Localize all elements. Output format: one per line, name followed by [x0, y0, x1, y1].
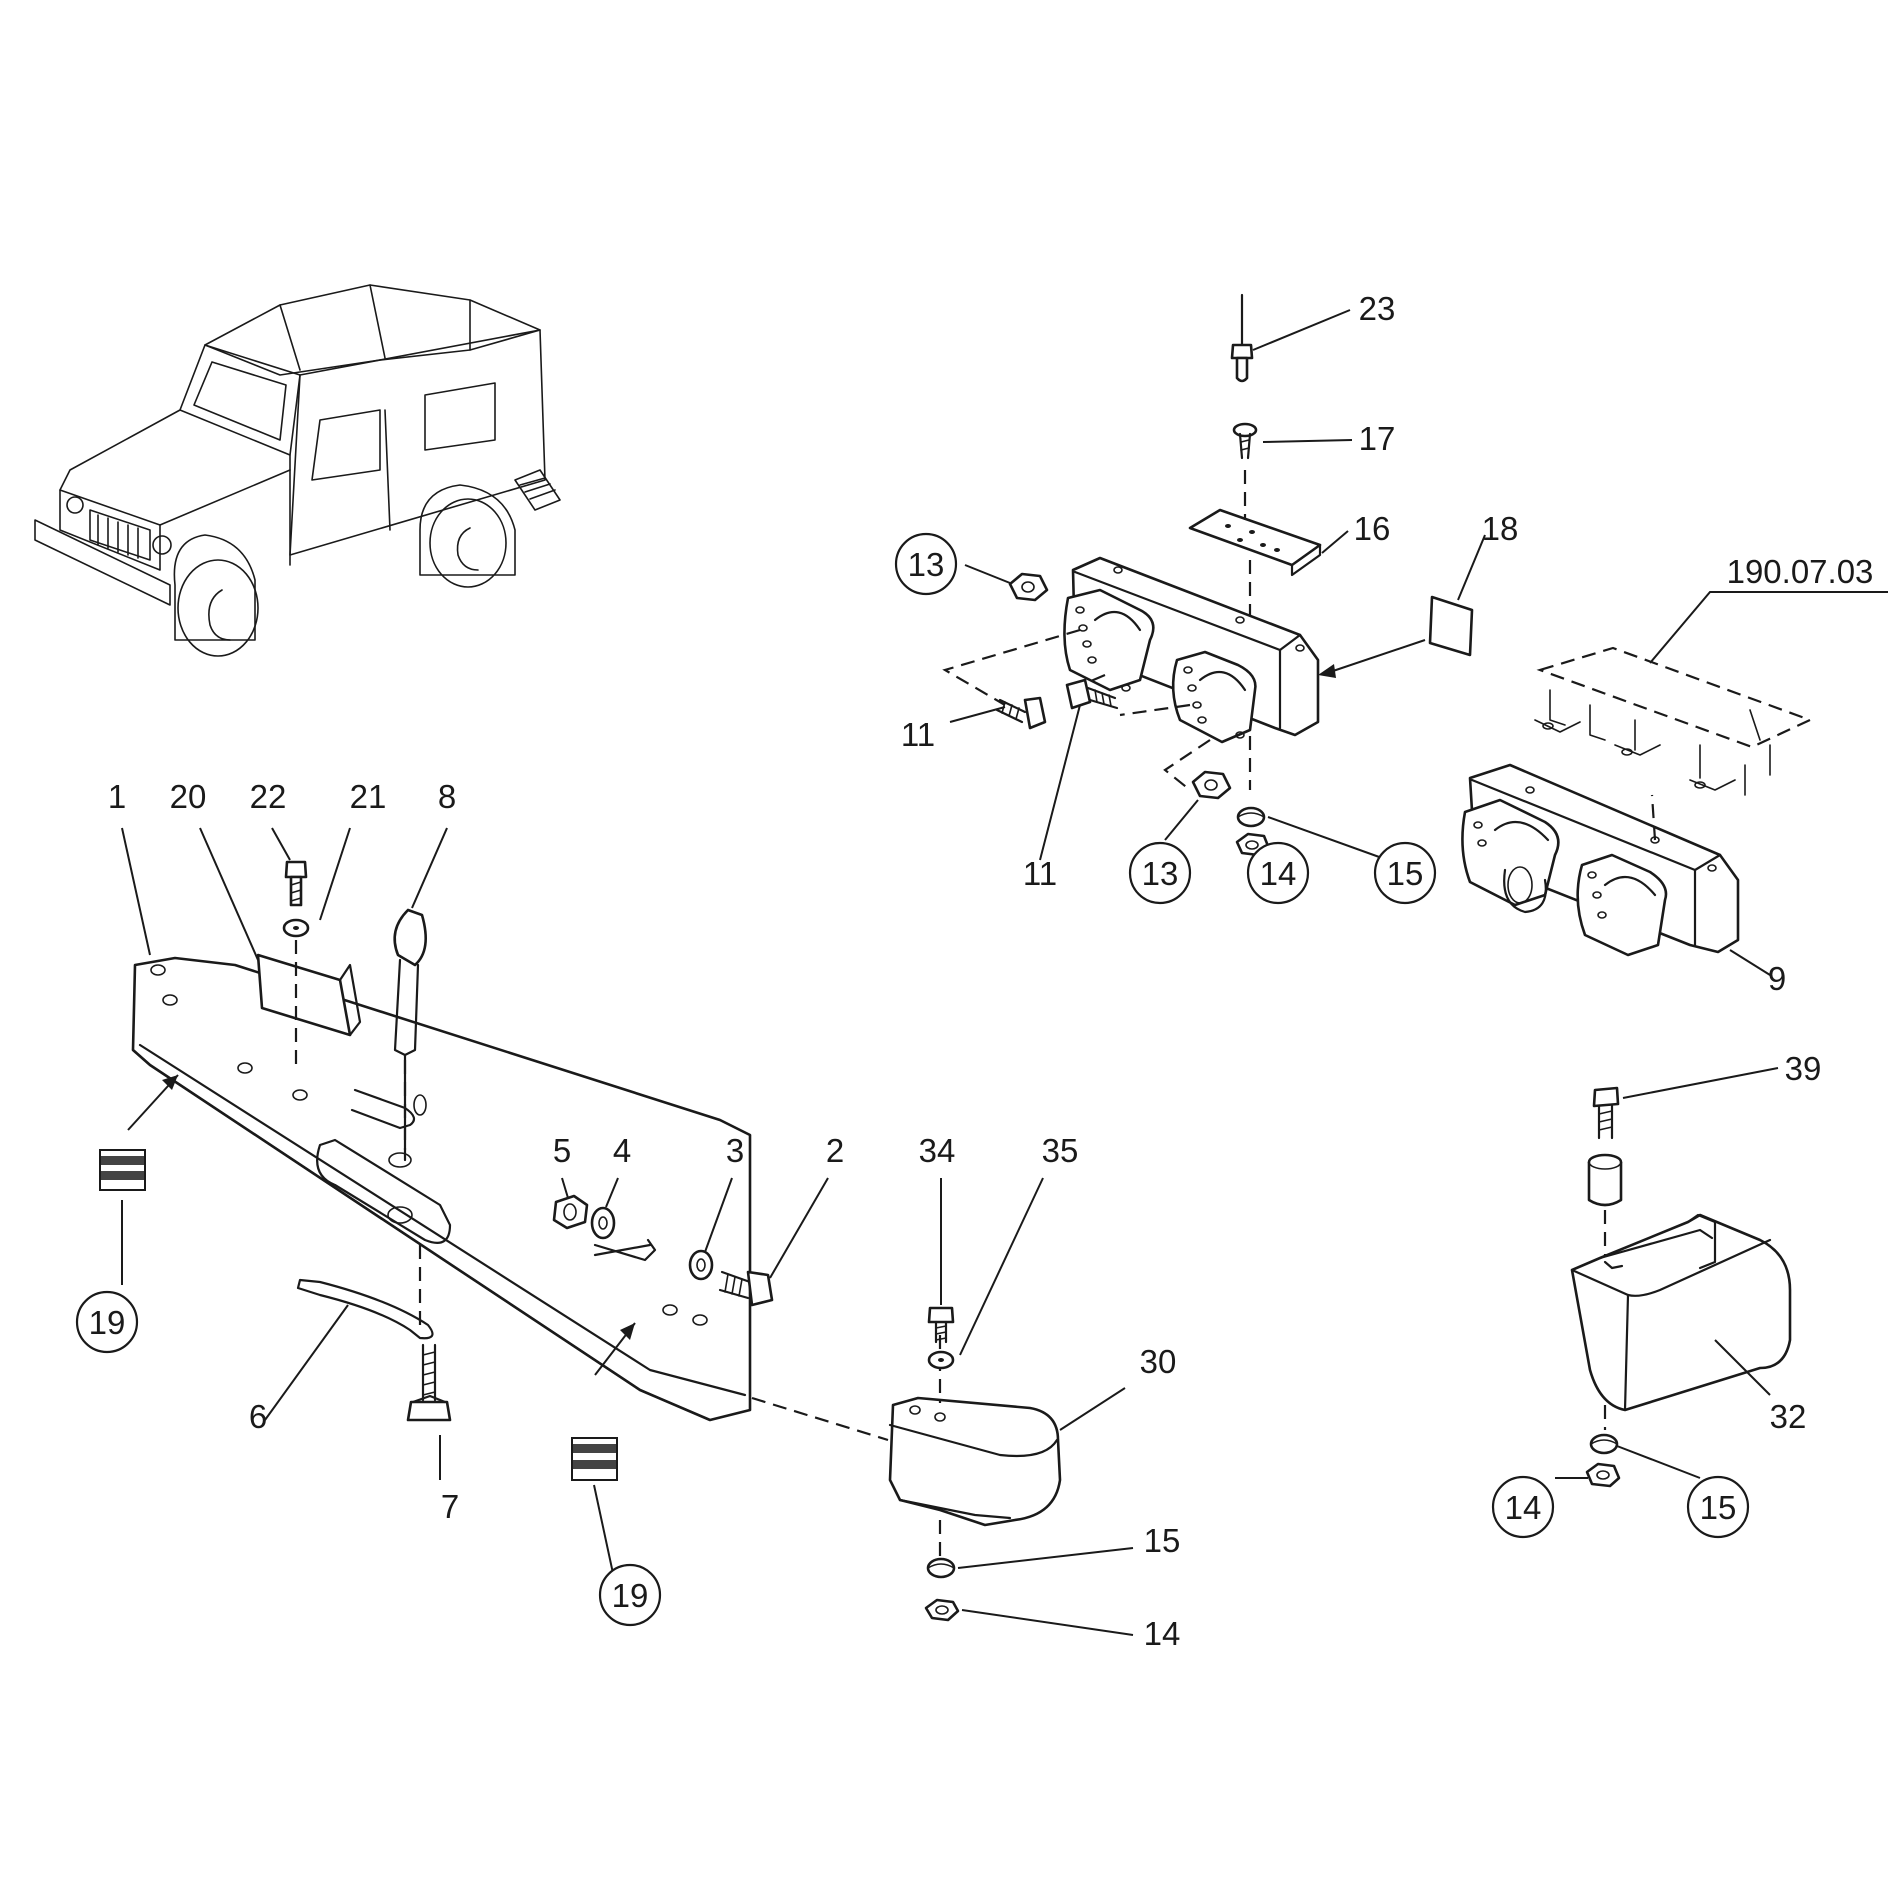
washer-part-3	[688, 1249, 714, 1281]
callout-18: 18	[1482, 510, 1519, 547]
callout-5: 5	[553, 1132, 571, 1169]
callout-3: 3	[726, 1132, 744, 1169]
rear-bracket-upper	[1063, 556, 1320, 744]
callout-2: 2	[826, 1132, 844, 1169]
bolt-part-7	[406, 1343, 452, 1422]
callout-13-lower-circle	[1128, 841, 1192, 905]
callout-22: 22	[250, 778, 287, 815]
callout-11-right: 11	[1023, 855, 1057, 892]
bolt-part-11-right	[1065, 678, 1119, 710]
vehicle-illustration	[34, 284, 561, 657]
callout-32: 32	[1770, 1398, 1807, 1435]
screw-part-17	[1232, 422, 1258, 460]
callout-11-left: 11	[901, 716, 935, 753]
callout-17: 17	[1359, 420, 1396, 457]
callout-23: 23	[1359, 290, 1396, 327]
callout-14-right: 14	[1505, 1489, 1542, 1526]
washer-part-15-lower	[926, 1557, 956, 1579]
nut-part-13-upper	[1008, 572, 1049, 602]
bolt-part-34	[927, 1306, 955, 1344]
callout-13-upper: 13	[908, 546, 945, 583]
callout-6: 6	[249, 1398, 267, 1435]
callout-21: 21	[350, 778, 387, 815]
callout-39: 39	[1785, 1050, 1822, 1087]
callout-13-upper-circle	[894, 532, 958, 596]
bolt-part-22	[284, 860, 308, 907]
callout-14-lower: 14	[1144, 1615, 1181, 1652]
nut-part-14-right	[1585, 1462, 1621, 1488]
plate-part-20	[256, 953, 362, 1037]
nut-part-5	[552, 1194, 589, 1230]
washer-part-4	[590, 1206, 616, 1240]
callout-19-right: 19	[612, 1577, 649, 1614]
reflector-strip-part-19-left	[99, 1149, 146, 1191]
washer-part-15-upper	[1236, 806, 1266, 828]
callout-8: 8	[438, 778, 456, 815]
callout-35: 35	[1042, 1132, 1079, 1169]
bolt-part-39	[1592, 1086, 1620, 1140]
callout-19-left-circle	[75, 1290, 139, 1354]
callout-14-upper: 14	[1260, 855, 1297, 892]
callout-labels: 1 20 22 21 8 19 19 6 7 5 4 3 2 34 35 30 …	[75, 290, 1874, 1652]
callout-9: 9	[1768, 960, 1786, 997]
reference-number-label: 190.07.03	[1727, 553, 1874, 590]
washer-part-15-right	[1589, 1433, 1619, 1455]
callout-7: 7	[441, 1488, 459, 1525]
front-bumper-part-1	[127, 956, 752, 1422]
callout-19-right-circle	[598, 1563, 662, 1627]
cotter-pin-part-6	[296, 1278, 434, 1340]
callout-30: 30	[1140, 1343, 1177, 1380]
callout-14-right-circle	[1491, 1475, 1555, 1539]
callout-15-right-circle	[1686, 1475, 1750, 1539]
callout-20: 20	[170, 778, 207, 815]
nut-part-13-lower	[1191, 770, 1232, 800]
bolt-part-11-left	[995, 696, 1047, 730]
leader-lines	[121, 309, 1779, 1636]
label-part-18	[1428, 595, 1474, 657]
callout-19-left: 19	[89, 1304, 126, 1341]
callout-13-lower: 13	[1142, 855, 1179, 892]
callout-34: 34	[919, 1132, 956, 1169]
callout-16: 16	[1354, 510, 1391, 547]
frame-reference-190-07-03	[1534, 591, 1888, 796]
rear-bracket-part-9	[1461, 763, 1771, 976]
reflector-strip-part-19-right	[571, 1437, 618, 1481]
nut-part-14-lower	[924, 1598, 960, 1622]
bumper-corner-part-30	[888, 1396, 1062, 1527]
callout-15-lower: 15	[1144, 1522, 1181, 1559]
callout-15-upper: 15	[1387, 855, 1424, 892]
spacer-sleeve	[1587, 1153, 1623, 1207]
callout-1: 1	[108, 778, 126, 815]
callout-4: 4	[613, 1132, 631, 1169]
callout-14-upper-circle	[1246, 841, 1310, 905]
callout-15-upper-circle	[1373, 841, 1437, 905]
bolt-part-2	[718, 1270, 774, 1307]
plate-part-16	[1188, 508, 1322, 577]
rivet-part-23	[1230, 293, 1254, 383]
callout-15-right: 15	[1700, 1489, 1737, 1526]
